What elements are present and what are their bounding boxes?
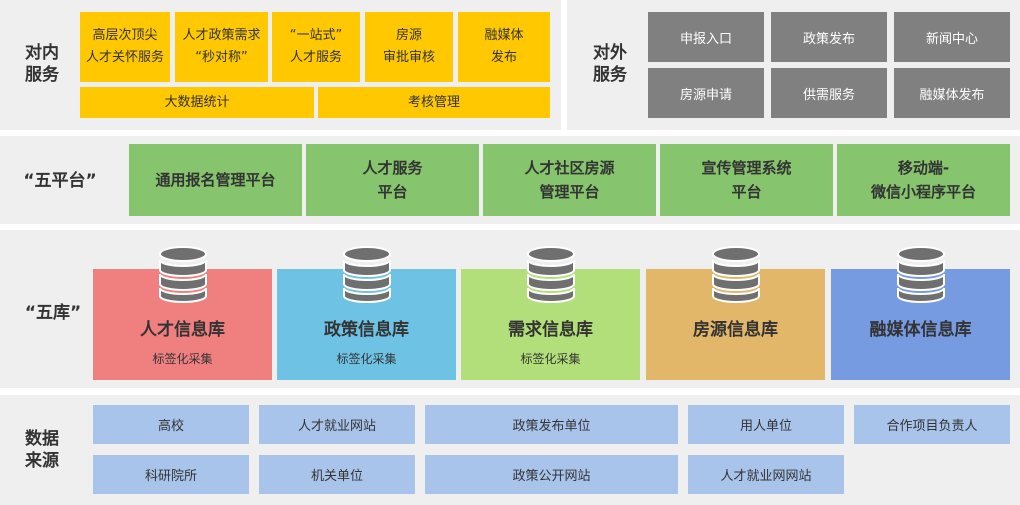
big-data-stats-box: 大数据统计 (80, 87, 314, 118)
data-source-item: 合作项目负责人 (854, 405, 1010, 444)
database-icon (343, 246, 391, 303)
platform-item: 宣传管理系统平台 (660, 144, 833, 216)
outer-service-item: 房源申请 (648, 68, 764, 118)
data-source-item: 人才就业网站 (259, 405, 415, 444)
data-source-item: 政策公开网站 (425, 455, 678, 494)
database-card: 需求信息库 标签化采集 (461, 269, 640, 380)
assessment-management-box: 考核管理 (318, 87, 550, 118)
database-icon (712, 246, 760, 303)
inner-service-item: 融媒体发布 (458, 12, 550, 82)
platforms-label: “五平台” (23, 171, 97, 191)
platform-item: 通用报名管理平台 (129, 144, 302, 216)
inner-service-item: “一站式”人才服务 (272, 12, 360, 82)
databases-label: “五库” (24, 303, 82, 323)
inner-service-item: 人才政策需求“秒对称” (175, 12, 268, 82)
outer-service-item: 申报入口 (648, 12, 764, 62)
inner-service-item: 高层次顶尖人才关怀服务 (80, 12, 170, 82)
inner-service-label: 对内 服务 (25, 43, 59, 85)
data-source-item: 政策发布单位 (425, 405, 678, 444)
platform-item: 人才社区房源管理平台 (483, 144, 656, 216)
outer-service-item: 供需服务 (771, 68, 887, 118)
outer-service-item: 融媒体发布 (894, 68, 1010, 118)
platform-item: 人才服务平台 (306, 144, 479, 216)
outer-service-item: 新闻中心 (894, 12, 1010, 62)
data-source-item: 人才就业网网站 (688, 455, 844, 494)
data-source-item: 高校 (93, 405, 249, 444)
outer-service-label: 对外 服务 (593, 43, 627, 85)
outer-service-item: 政策发布 (771, 12, 887, 62)
data-source-item: 用人单位 (688, 405, 844, 444)
data-source-item: 机关单位 (259, 455, 415, 494)
database-icon (897, 246, 945, 303)
database-icon (527, 246, 575, 303)
platform-item: 移动端-微信小程序平台 (837, 144, 1010, 216)
inner-service-item: 房源审批审核 (365, 12, 453, 82)
database-icon (159, 246, 207, 303)
data-sources-label: 数据 来源 (25, 429, 59, 471)
data-source-item: 科研院所 (93, 455, 249, 494)
